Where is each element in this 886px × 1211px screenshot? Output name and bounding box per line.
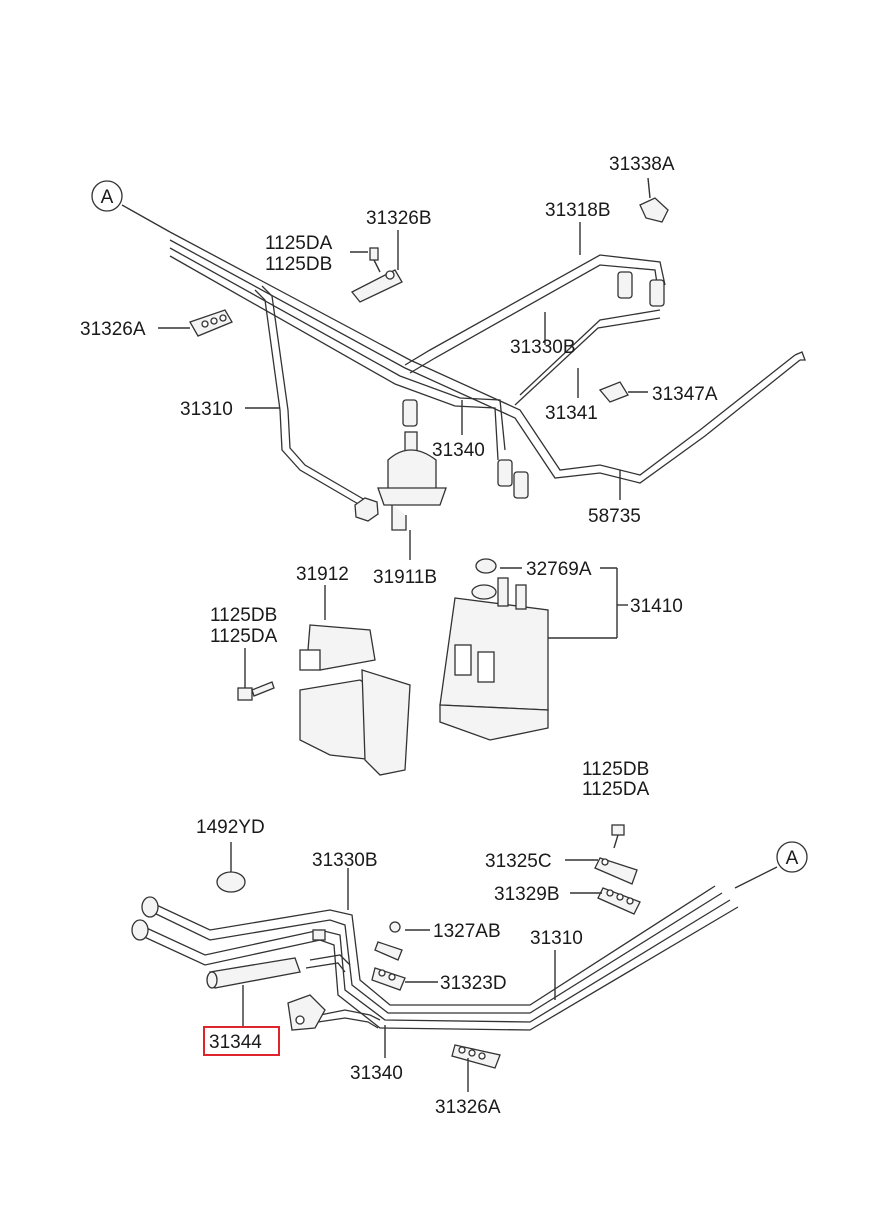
highlight-box-31344 [203,1026,280,1056]
reference-a-bottom-label: A [786,848,799,869]
label-31344: 31344 [209,1032,262,1053]
label-31326a-top: 31326A [80,319,146,340]
label-1492yd: 1492YD [196,817,265,838]
label-31340-bottom: 31340 [350,1063,403,1084]
clip-31326a-bottom [451,1044,501,1069]
label-31326b: 31326B [366,208,432,229]
bolt-bottom [611,824,625,849]
label-1125da-top: 1125DA [265,233,333,254]
label-1327ab: 1327AB [433,921,501,942]
clamp-31326b [350,269,403,303]
label-31341: 31341 [545,403,598,424]
label-31310-top: 31310 [180,399,233,420]
bottom-pipe-bundle [139,885,739,1031]
label-31338a: 31338A [609,154,675,175]
fuel-filter [377,431,447,531]
label-31329b: 31329B [494,884,560,905]
clip-31325c [594,857,638,885]
leader-lines-middle [244,567,628,688]
label-31326a-bottom: 31326A [435,1097,501,1118]
label-31330b-top: 31330B [510,337,576,358]
pipe-end-fittings-bottom [131,896,326,941]
fuel-fitting-bottom [287,994,326,1031]
clip-31338a [639,197,669,223]
reference-marker-a-bottom: A [734,841,808,889]
clip-31329b [597,887,641,915]
label-1125db-top: 1125DB [265,254,332,275]
label-31330b-bottom: 31330B [312,850,378,871]
label-31410: 31410 [630,596,683,617]
bolt-middle [237,681,275,701]
label-1125da-mid: 1125DA [210,626,278,647]
label-31912: 31912 [296,564,349,585]
label-31347a: 31347A [652,384,718,405]
pipe-end-connectors-top [402,271,665,499]
label-1125da-low: 1125DA [582,779,650,800]
clip-1327ab [374,921,403,961]
label-58735: 58735 [588,506,641,527]
hose-31344 [206,957,301,989]
clip-31323d [371,967,406,991]
label-31310-bottom: 31310 [530,928,583,949]
label-31323d: 31323D [440,973,507,994]
canister-bracket [299,624,411,776]
label-1125db-mid: 1125DB [210,605,277,626]
bolt-top [369,247,381,273]
clip-31347a [598,381,629,403]
label-31911b: 31911B [373,567,437,588]
reference-a-top-label: A [101,187,114,208]
clip-31326a-top [189,309,233,337]
leader-lines-bottom [230,842,602,1092]
leader-lines-top [158,177,651,560]
reference-marker-a-top: A [91,180,171,233]
label-31340-top: 31340 [432,440,485,461]
label-31325c: 31325C [485,851,552,872]
label-31318b: 31318B [545,200,611,221]
hex-nut [354,497,379,522]
label-32769a: 32769A [526,559,592,580]
top-pipe-bundle [169,231,806,506]
label-1125db-low: 1125DB [582,759,649,780]
plug-1492yd [216,871,246,893]
charcoal-canister [439,558,549,741]
